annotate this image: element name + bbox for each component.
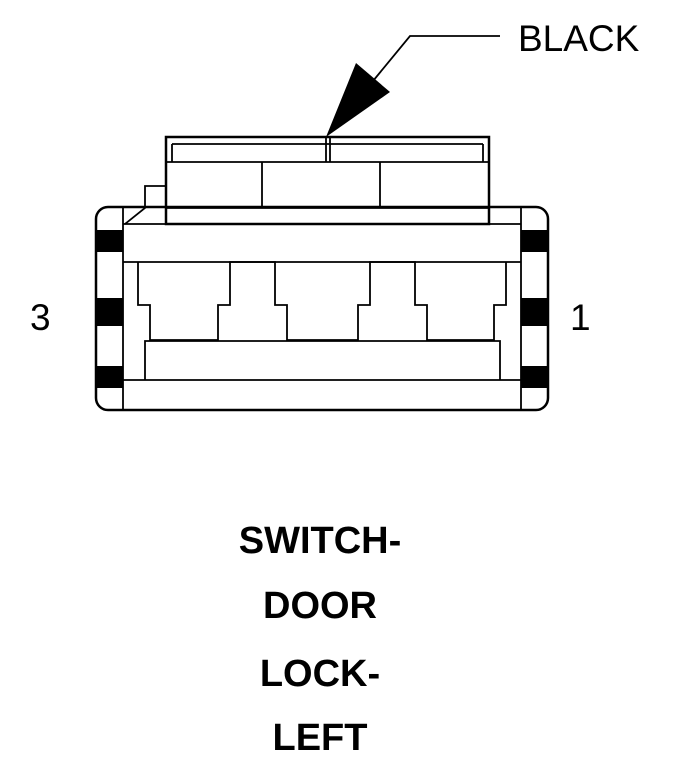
connector-housing [94, 205, 550, 412]
connector-latch [124, 135, 491, 226]
color-leader [326, 35, 500, 137]
terminal-cavities [137, 261, 507, 341]
pin-1-label: 1 [570, 297, 591, 338]
caption-line-2: DOOR [263, 585, 377, 627]
caption-line-1: SWITCH- [239, 520, 402, 562]
connector-caption: SWITCH- DOOR LOCK- LEFT [239, 520, 402, 759]
connector-bottom-slot [144, 340, 501, 380]
caption-line-4: LEFT [273, 717, 368, 759]
caption-line-3: LOCK- [260, 653, 380, 695]
pin-3-label: 3 [30, 297, 51, 338]
right-side-ribs [521, 230, 548, 388]
wire-color-label: BLACK [518, 18, 640, 59]
left-side-ribs [96, 230, 123, 388]
leader-arrowhead [326, 63, 390, 137]
